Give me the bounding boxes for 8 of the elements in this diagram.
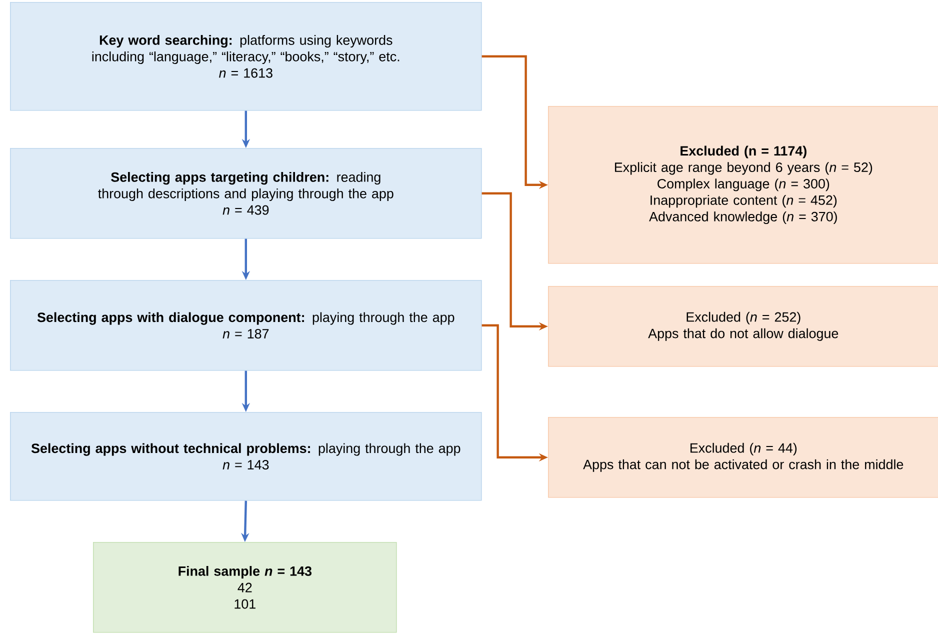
process-box: Selecting apps with dialogue component: playing through the app n = 187 bbox=[10, 280, 482, 371]
process-box: Selecting apps targeting children: reading through descriptions and playing through the app n = 439 bbox=[10, 148, 482, 239]
exclusion-box: Excluded (n = 44) Apps that can not be activated or crash in the middle bbox=[548, 417, 938, 498]
result-box: Final sample n = 143 42 101 bbox=[93, 542, 397, 633]
process-box: Key word searching: platforms using keywords including “language,” “literacy,” “books,” “story,” etc. n = 1613 bbox=[10, 2, 482, 111]
exclusion-box: Excluded (n = 252) Apps that do not allow dialogue bbox=[548, 286, 938, 367]
exclusion-box: Excluded (n = 1174) Explicit age range beyond 6 years (n = 52) Complex language (n = 300) Inappropriate content (n = 452) Advanced knowledge (n = 370) bbox=[548, 106, 938, 264]
process-box: Selecting apps without technical problems: playing through the app n = 143 bbox=[10, 412, 482, 501]
